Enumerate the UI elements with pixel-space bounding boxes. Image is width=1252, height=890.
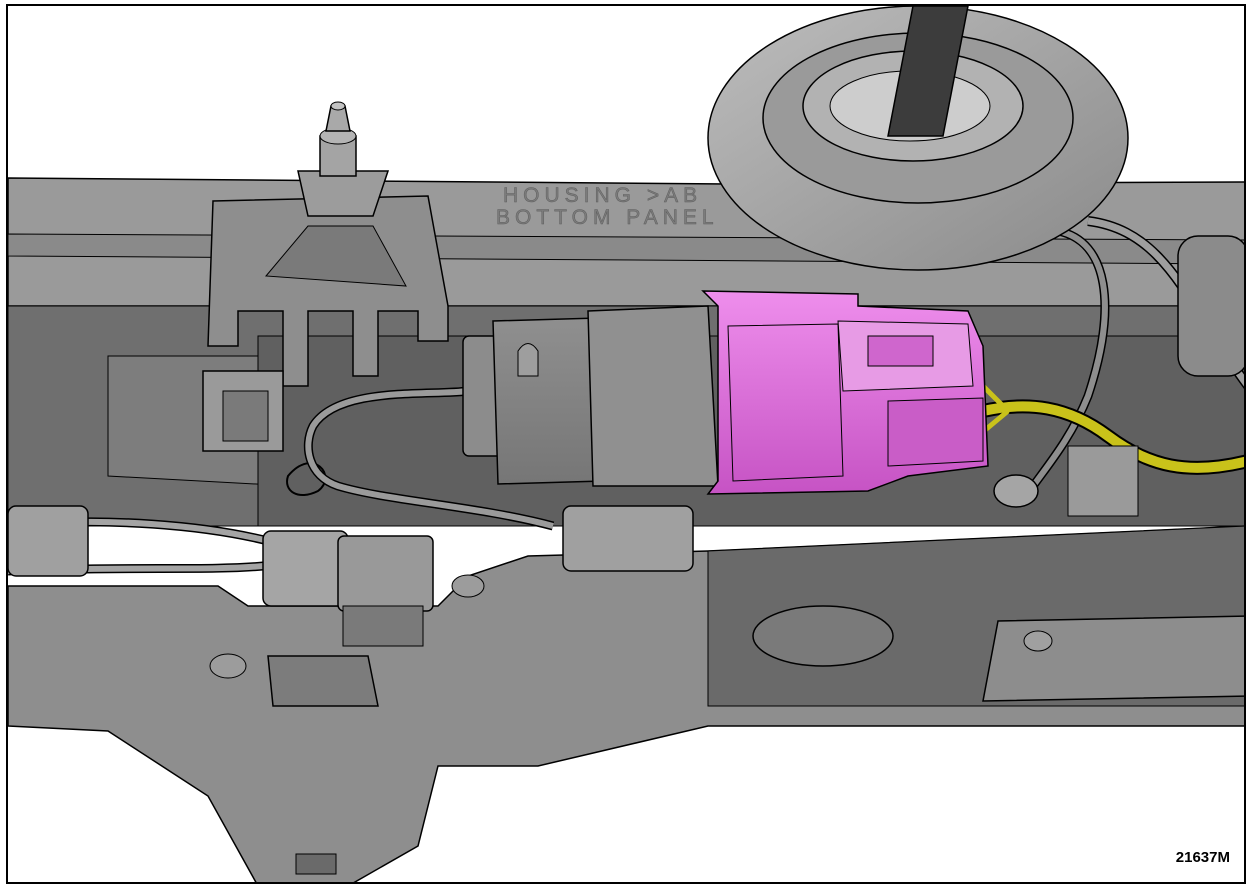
highlighted-connector: [701, 290, 989, 495]
illustration-frame: HOUSING >AB BOTTOM PANEL: [6, 4, 1246, 884]
gray-connector-body: [462, 305, 719, 487]
rubber-grommet: [707, 6, 1129, 271]
exploded-view-illustration: HOUSING >AB BOTTOM PANEL: [8, 6, 1244, 882]
housing-front-panel: [8, 505, 1244, 882]
figure-id-label: 21637M: [1175, 849, 1230, 866]
embossed-label-line-2: BOTTOM PANEL: [496, 206, 719, 229]
lower-fasteners: [209, 574, 1053, 875]
small-connector-left: [202, 370, 327, 496]
embossed-label-line-1: HOUSING >AB: [503, 184, 702, 207]
embossed-housing-label: HOUSING >AB BOTTOM PANEL: [496, 184, 719, 230]
lower-small-connector: [262, 530, 434, 647]
right-side-component: [993, 235, 1244, 517]
mounting-bracket: [207, 101, 449, 387]
